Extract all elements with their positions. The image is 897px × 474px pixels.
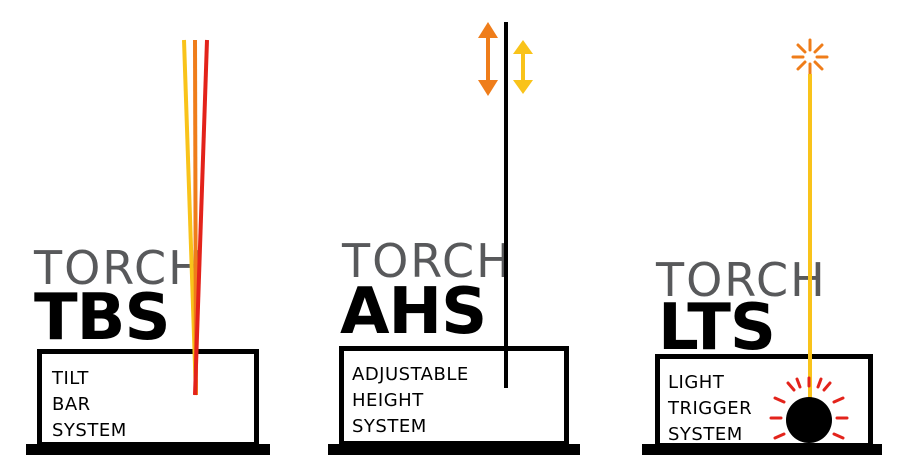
base-bar: [26, 444, 270, 455]
product-code: TBS: [34, 281, 171, 355]
base-bar: [642, 444, 882, 455]
desc-line-3: SYSTEM: [352, 416, 427, 437]
system-description: ADJUSTABLE HEIGHT SYSTEM: [352, 362, 469, 440]
desc-line-2: BAR: [52, 394, 91, 415]
panel-tbs: TORCH TBS TILT BAR SYSTEM: [0, 0, 300, 474]
product-code: LTS: [658, 291, 776, 365]
system-box: [339, 346, 569, 446]
desc-line-2: TRIGGER: [668, 398, 753, 419]
base-bar: [328, 444, 580, 455]
brand-label: TORCH: [342, 234, 513, 288]
desc-line-3: SYSTEM: [52, 420, 127, 441]
desc-line-1: ADJUSTABLE: [352, 364, 469, 385]
panel-ahs: TORCH AHS ADJUSTABLE HEIGHT SYSTEM: [300, 0, 600, 474]
desc-line-2: HEIGHT: [352, 390, 424, 411]
brand-label: TORCH: [34, 241, 205, 295]
system-description: LIGHT TRIGGER SYSTEM: [668, 370, 752, 448]
panel-lts: TORCH LTS LIGHT TRIGGER SYSTEM: [600, 0, 897, 474]
system-box: [37, 349, 259, 447]
system-description: TILT BAR SYSTEM: [52, 366, 127, 444]
desc-line-1: LIGHT: [668, 372, 725, 393]
brand-label: TORCH: [656, 253, 827, 307]
desc-line-1: TILT: [52, 368, 89, 389]
desc-line-3: SYSTEM: [668, 424, 743, 445]
product-code: AHS: [340, 275, 487, 349]
